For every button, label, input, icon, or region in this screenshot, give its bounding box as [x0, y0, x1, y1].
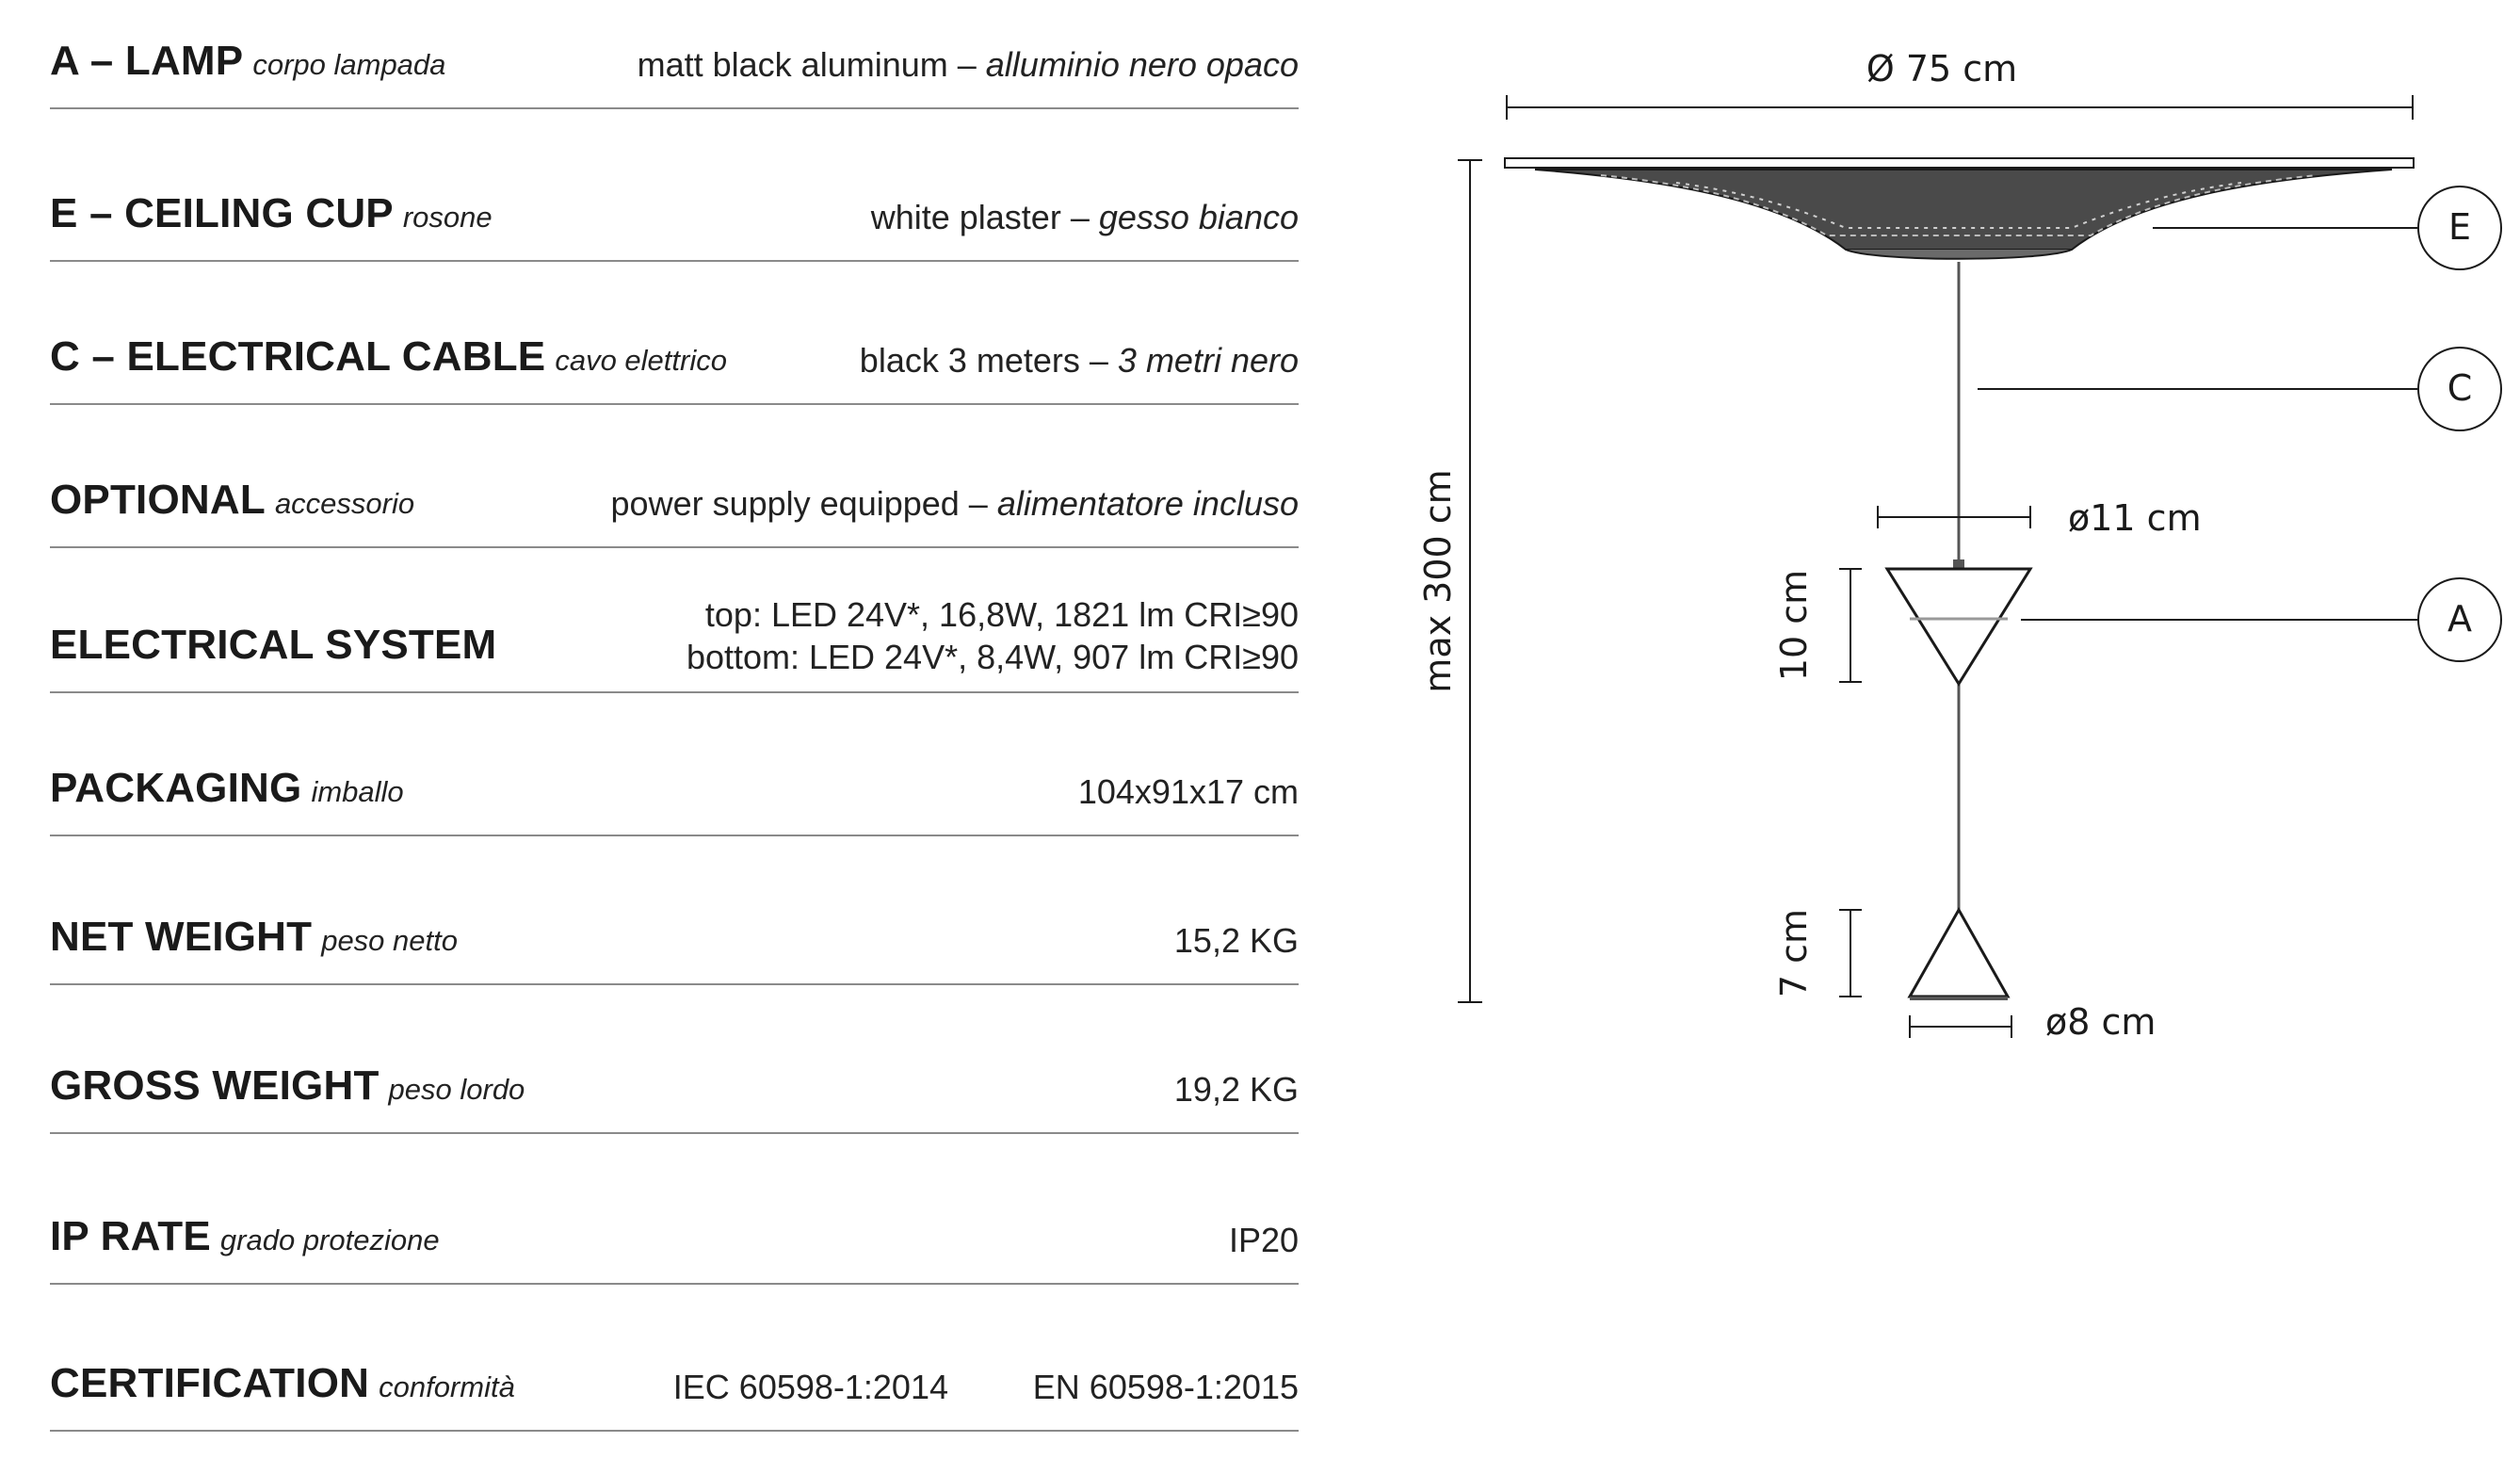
- spec-value: power supply equipped – alimentatore inc…: [611, 484, 1299, 524]
- dimension-max-height: [1458, 159, 1482, 1003]
- ceiling-cup-shape: [1504, 157, 2415, 260]
- spec-label: ELECTRICAL SYSTEM: [50, 622, 496, 669]
- dimension-mid-diameter: [1877, 506, 2031, 528]
- spec-subtitle: conformità: [379, 1370, 515, 1403]
- dimension-bottom-height-label: 7 cm: [1773, 909, 1815, 997]
- callout-e-letter: E: [2448, 206, 2471, 248]
- spec-value-en: white plaster –: [870, 198, 1099, 236]
- spec-title: A – LAMP: [50, 38, 244, 84]
- spec-title: ELECTRICAL SYSTEM: [50, 622, 497, 668]
- spec-subtitle: rosone: [402, 201, 493, 234]
- spec-row-certification: CERTIFICATION conformità IEC 60598-1:2014…: [50, 1285, 1299, 1432]
- callout-c-letter: C: [2447, 367, 2473, 409]
- dimension-mid-height-label: 10 cm: [1773, 570, 1815, 681]
- spec-title: CERTIFICATION: [50, 1360, 370, 1406]
- spec-title: OPTIONAL: [50, 477, 266, 523]
- spec-subtitle: cavo elettrico: [555, 344, 727, 377]
- spec-value-en-standard: EN 60598-1:2015: [1032, 1368, 1299, 1406]
- spec-value: top: LED 24V*, 16,8W, 1821 lm CRI≥90 bot…: [687, 593, 1299, 678]
- spec-value-line-top: top: LED 24V*, 16,8W, 1821 lm CRI≥90: [704, 595, 1299, 634]
- spec-row-electrical-system: ELECTRICAL SYSTEM top: LED 24V*, 16,8W, …: [50, 548, 1299, 693]
- spec-label: PACKAGING imballo: [50, 765, 404, 812]
- callout-a-letter: A: [2447, 598, 2472, 640]
- spec-title: GROSS WEIGHT: [50, 1062, 380, 1109]
- spec-subtitle: grado protezione: [219, 1224, 440, 1256]
- dimension-max-height-label: max 300 cm: [1417, 469, 1459, 692]
- spec-title: C – ELECTRICAL CABLE: [50, 333, 546, 380]
- dimension-mid-height: [1839, 568, 1862, 683]
- callout-e: E: [2153, 186, 2502, 270]
- spec-title: PACKAGING: [50, 765, 302, 811]
- spec-value-it: alluminio nero opaco: [985, 45, 1299, 84]
- callout-a: A: [2021, 577, 2502, 662]
- spec-subtitle: imballo: [311, 775, 404, 808]
- spec-value-it: 3 metri nero: [1117, 341, 1299, 380]
- spec-value-it: alimentatore incluso: [996, 484, 1299, 523]
- spec-value-line-bottom: bottom: LED 24V*, 8,4W, 907 lm CRI≥90: [686, 638, 1299, 676]
- spec-value: white plaster – gesso bianco: [871, 198, 1299, 237]
- spec-value-en: black 3 meters –: [859, 341, 1118, 380]
- spec-label: CERTIFICATION conformità: [50, 1360, 515, 1407]
- spec-value-en: matt black aluminum –: [637, 45, 986, 84]
- spec-subtitle: peso lordo: [388, 1073, 525, 1106]
- spec-value: matt black aluminum – alluminio nero opa…: [638, 45, 1299, 85]
- spec-value: 19,2 KG: [1173, 1070, 1299, 1109]
- spec-row-packaging: PACKAGING imballo 104x91x17 cm: [50, 693, 1299, 836]
- lower-cone-lamp: [1907, 906, 2011, 1000]
- spec-value-iec: IEC 60598-1:2014: [672, 1368, 948, 1406]
- spec-row-electrical-cable: C – ELECTRICAL CABLE cavo elettrico black…: [50, 262, 1299, 405]
- dimension-top-diameter-label: Ø 75 cm: [1866, 48, 2017, 89]
- spec-value: 15,2 KG: [1173, 921, 1299, 960]
- spec-subtitle: peso netto: [321, 924, 458, 957]
- spec-subtitle: accessorio: [274, 487, 415, 520]
- dimension-bottom-diameter: [1909, 1015, 2012, 1038]
- spec-title: E – CEILING CUP: [50, 190, 394, 236]
- dimension-bottom-diameter-label: ø8 cm: [2045, 1001, 2156, 1043]
- spec-title: IP RATE: [50, 1213, 211, 1259]
- spec-subtitle: corpo lampada: [252, 48, 446, 81]
- spec-label: C – ELECTRICAL CABLE cavo elettrico: [50, 333, 727, 381]
- callout-c: C: [1978, 347, 2502, 431]
- spec-value-it: gesso bianco: [1098, 198, 1299, 236]
- spec-value: IP20: [1228, 1221, 1299, 1259]
- dimension-bottom-height: [1839, 909, 1862, 997]
- upper-cone-lamp: [1884, 559, 2033, 687]
- dimension-top-diameter: [1506, 95, 2414, 120]
- spec-value: 104x91x17 cm: [1077, 772, 1299, 811]
- spec-value-en: power supply equipped –: [610, 484, 997, 523]
- spec-value: black 3 meters – 3 metri nero: [860, 341, 1299, 381]
- dimension-mid-diameter-label: ø11 cm: [2068, 497, 2202, 539]
- spec-title: NET WEIGHT: [50, 914, 313, 960]
